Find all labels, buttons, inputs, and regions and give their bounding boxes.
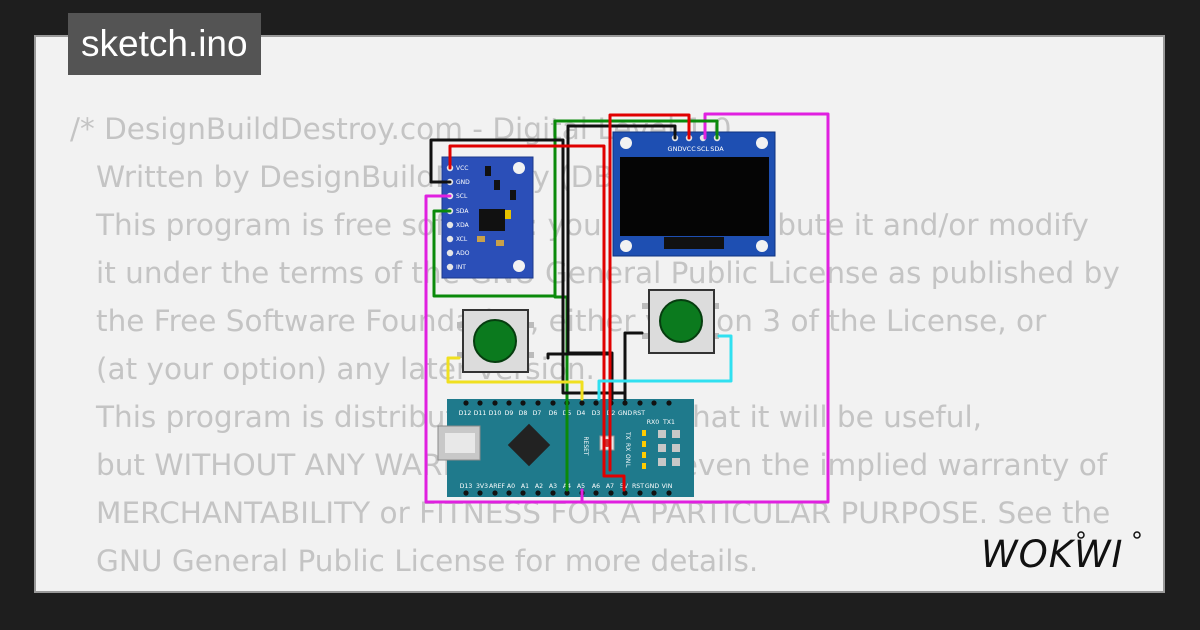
- nano-pin-hole: [622, 400, 628, 406]
- wire-yellow-d4[interactable]: [446, 356, 584, 401]
- wokwi-logo-text: WOKWI: [981, 533, 1123, 576]
- nano-pin-hole: [463, 490, 469, 496]
- code-line: GNU General Public License for more deta…: [96, 544, 759, 578]
- nano-pin-hole: [622, 490, 628, 496]
- nano-pin-label: A5: [577, 483, 585, 490]
- nano-pin-hole: [564, 490, 570, 496]
- nano-pin-label: RST: [633, 410, 645, 417]
- nano-pin-label: A3: [549, 483, 557, 490]
- nano-pin-hole: [520, 490, 526, 496]
- wire-black-oled-gnd[interactable]: [566, 124, 677, 401]
- nano-pin-hole: [477, 400, 483, 406]
- nano-pin-label: AREF: [489, 483, 505, 490]
- nano-pin-label: D8: [519, 410, 528, 417]
- wire-cyan-d3[interactable]: [597, 334, 733, 401]
- nano-pin-label: D7: [533, 410, 542, 417]
- nano-pin-hole: [608, 490, 614, 496]
- file-title-tab[interactable]: sketch.ino: [68, 13, 261, 75]
- nano-pin-label: TX1: [662, 419, 675, 426]
- nano-pin-label: D3: [592, 410, 601, 417]
- push-button-right[interactable]: [642, 289, 719, 354]
- wire-red-vcc[interactable]: [448, 144, 626, 492]
- nano-pin-label: D13: [460, 483, 473, 490]
- code-text: /* DesignBuildDestroy.com - Digital Leve…: [70, 105, 1120, 591]
- reset-label: RESET: [582, 436, 589, 456]
- code-editor-panel: /* DesignBuildDestroy.com - Digital Leve…: [34, 35, 1165, 593]
- nano-pin-label: D9: [505, 410, 514, 417]
- nano-pin-hole: [593, 490, 599, 496]
- imu-pin-label: SCL: [456, 193, 468, 200]
- oled-pin-label: GND: [668, 145, 683, 153]
- imu-pin-label: ADO: [456, 250, 470, 257]
- code-line: This program is free software: you can r…: [96, 208, 1089, 242]
- nano-pin-label: GND: [618, 410, 632, 417]
- code-line: the Free Software Foundation, either ver…: [96, 304, 1047, 338]
- led-label: L: [624, 464, 631, 468]
- oled-pin-label: SCL: [697, 145, 710, 153]
- oled-pin-label: SDA: [710, 145, 724, 153]
- imu-pin-label: GND: [456, 179, 470, 186]
- imu-module[interactable]: VCC GND SCL SDA XDA XCL ADO INT: [441, 156, 534, 279]
- nano-pin-hole: [477, 490, 483, 496]
- nano-pin-hole: [579, 400, 585, 406]
- oled-display[interactable]: GND VCC SCL SDA: [612, 131, 776, 257]
- nano-pin-hole: [492, 490, 498, 496]
- oled-pin-label: VCC: [682, 145, 696, 153]
- nano-pin-label: A2: [535, 483, 543, 490]
- nano-pin-label: A6: [592, 483, 600, 490]
- imu-pin-label: XDA: [456, 222, 470, 229]
- nano-pin-label: D12: [459, 410, 472, 417]
- nano-pin-hole: [666, 490, 672, 496]
- nano-pin-hole: [492, 400, 498, 406]
- nano-pin-label: RX0: [647, 419, 660, 426]
- nano-pin-label: D11: [474, 410, 487, 417]
- nano-pin-label: VIN: [662, 483, 673, 490]
- nano-pin-label: GND: [645, 483, 659, 490]
- imu-pin-label: XCL: [456, 236, 468, 243]
- wokwi-logo[interactable]: WOKWI: [977, 527, 1147, 581]
- nano-pin-hole: [637, 400, 643, 406]
- imu-pin-label: INT: [456, 264, 466, 271]
- nano-pin-hole: [520, 400, 526, 406]
- nano-pin-hole: [506, 490, 512, 496]
- nano-pin-hole: [651, 490, 657, 496]
- nano-pin-label: D6: [549, 410, 558, 417]
- led-label: RX: [624, 443, 631, 451]
- imu-pin-label: SDA: [456, 208, 469, 215]
- nano-pin-hole: [550, 490, 556, 496]
- nano-pin-label: D4: [577, 410, 586, 417]
- nano-pin-hole: [463, 400, 469, 406]
- imu-pin-label: VCC: [456, 165, 468, 172]
- nano-pin-hole: [593, 400, 599, 406]
- nano-pin-label: D10: [489, 410, 502, 417]
- nano-pin-hole: [535, 400, 541, 406]
- nano-pin-hole: [637, 490, 643, 496]
- led-label: ON: [624, 454, 631, 463]
- nano-pin-hole: [506, 400, 512, 406]
- wire-red-oled-vcc[interactable]: [608, 113, 691, 472]
- nano-pin-label: 3V3: [476, 483, 488, 490]
- nano-pin-hole: [651, 400, 657, 406]
- wire-magenta-scl[interactable]: [424, 112, 830, 504]
- nano-pin-hole: [666, 400, 672, 406]
- nano-pin-label: A1: [521, 483, 529, 490]
- nano-pin-hole: [550, 400, 556, 406]
- push-button-left[interactable]: [457, 309, 534, 373]
- nano-pin-label: A0: [507, 483, 515, 490]
- nano-pin-hole: [535, 490, 541, 496]
- led-label: TX: [624, 431, 631, 440]
- nano-pin-label: RST: [632, 483, 644, 490]
- nano-pin-label: A7: [606, 483, 614, 490]
- code-line: it under the terms of the GNU General Pu…: [96, 256, 1120, 290]
- wire-black-btn[interactable]: [546, 331, 644, 401]
